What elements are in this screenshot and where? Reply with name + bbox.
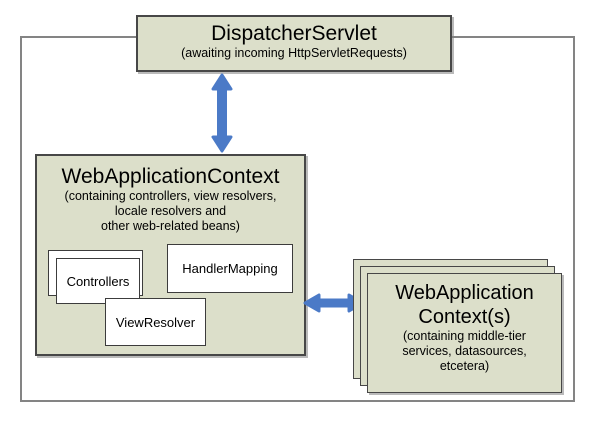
middle-tier-context-title-line1: WebApplication [395,282,534,304]
bidirectional-arrow-vertical [211,73,233,153]
web-application-context-subtitle-line2: locale resolvers and [114,204,227,218]
middle-tier-context-subtitle-line2: services, datasources, [402,344,527,358]
controllers-label: Controllers [66,273,130,289]
web-application-context-title: WebApplicationContext [61,165,280,188]
dispatcher-servlet-box: DispatcherServlet (awaiting incoming Htt… [136,15,452,72]
dispatcher-servlet-subtitle: (awaiting incoming HttpServletRequests) [181,46,407,60]
middle-tier-context-subtitle-line1: (containing middle-tier [403,329,526,343]
middle-tier-context-title-line2: Context(s) [418,306,511,328]
web-application-context-subtitle-line1: (containing controllers, view resolvers, [64,189,277,203]
view-resolver-label: ViewResolver [115,314,196,330]
handler-mapping-label: HandlerMapping [182,261,278,276]
view-resolver-box: ViewResolver [105,298,206,346]
controllers-box: Controllers [56,258,140,304]
handler-mapping-box: HandlerMapping [167,244,293,293]
web-application-context-subtitle-line3: other web-related beans) [101,219,240,233]
dispatcher-servlet-title: DispatcherServlet [211,22,377,45]
middle-tier-context-box: WebApplication Context(s) (containing mi… [367,273,562,393]
middle-tier-context-subtitle-line3: etcetera) [439,359,490,373]
